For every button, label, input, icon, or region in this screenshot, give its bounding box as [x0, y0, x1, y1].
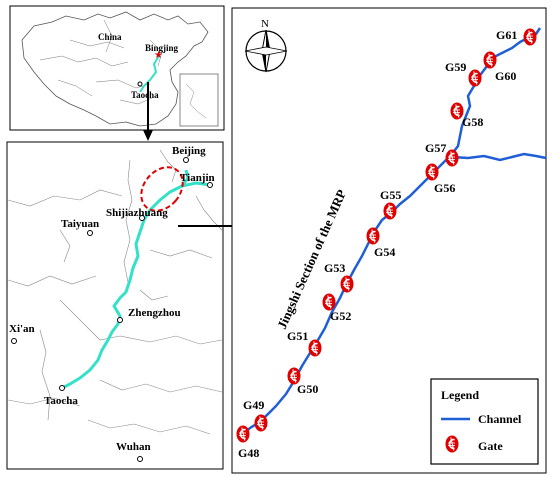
gate-icon-g51 — [307, 338, 323, 358]
city-dot-shijiazhuang — [139, 215, 145, 221]
gate-icon-g48 — [235, 424, 251, 444]
city-label-taiyuan: Taiyuan — [61, 218, 99, 230]
gate-icon-g59 — [467, 68, 483, 88]
city-label-wuhan: Wuhan — [116, 441, 151, 453]
city-dot-xian — [11, 338, 17, 344]
gate-label-g52: G52 — [330, 309, 351, 323]
regional-route-line — [61, 181, 211, 390]
city-dot-tianjin — [207, 182, 213, 188]
inset-city-dot-taocha — [137, 81, 143, 87]
gate-icon-g61 — [522, 27, 538, 47]
north-label: N — [261, 18, 269, 30]
legend-box: Legend Channel Gate — [430, 378, 539, 465]
gate-label-g56: G56 — [434, 181, 455, 195]
city-label-zhengzhou: Zhengzhou — [128, 307, 181, 319]
gate-icon-g57 — [444, 148, 460, 168]
gate-label-g55: G55 — [380, 188, 401, 202]
gate-icon-g55 — [382, 201, 398, 221]
detail-map-panel: N Jingshi Section of the MRP G48 G49 G50… — [231, 7, 547, 474]
city-dot-zhengzhou — [117, 317, 123, 323]
china-inset-panel: China ★ Bingjing Taocha — [9, 5, 225, 131]
city-label-tianjin: Tianjin — [180, 172, 215, 184]
china-outline — [21, 11, 209, 127]
gate-label-g60: G60 — [495, 69, 516, 83]
regional-map-panel: Beijing Tianjin Shijiazhuang Taiyuan Zhe… — [6, 141, 224, 470]
gate-label-g57: G57 — [425, 141, 446, 155]
gate-label-g53: G53 — [324, 261, 345, 275]
legend-gate-icon — [444, 434, 460, 454]
gate-label-g51: G51 — [287, 329, 308, 343]
city-label-beijing: Beijing — [172, 145, 206, 157]
legend-label-gate: Gate — [478, 439, 503, 453]
gate-icon-g49 — [253, 413, 269, 433]
inset-city-taocha: Taocha — [131, 90, 159, 100]
gate-icon-g52 — [321, 292, 337, 312]
inset-city-bingjing: Bingjing — [145, 43, 179, 53]
legend-label-channel: Channel — [478, 412, 522, 426]
city-label-taocha: Taocha — [44, 395, 78, 407]
gate-icon-g53 — [339, 274, 355, 294]
city-label-xian: Xi'an — [9, 323, 35, 335]
city-label-shijiazhuang: Shijiazhuang — [106, 207, 168, 219]
inset-route-line — [139, 55, 160, 93]
gate-icon-g56 — [424, 162, 440, 182]
gate-label-g49: G49 — [243, 398, 264, 412]
highlight-ellipse — [140, 166, 184, 212]
inset-star-icon: ★ — [154, 50, 163, 61]
gate-label-g61: G61 — [496, 28, 517, 42]
city-dot-taocha — [59, 385, 65, 391]
gate-label-g58: G58 — [462, 115, 483, 129]
gate-label-g50: G50 — [297, 382, 318, 396]
down-arrow — [143, 82, 153, 141]
legend-title: Legend — [441, 388, 479, 402]
city-dot-beijing — [183, 157, 189, 163]
city-dot-wuhan — [137, 456, 143, 462]
channel-branch-east — [451, 152, 547, 162]
gate-icon-g54 — [365, 226, 381, 246]
city-dot-taiyuan — [87, 230, 93, 236]
north-arrow-icon: N — [244, 16, 288, 73]
inset-country-label: China — [98, 32, 122, 42]
gate-label-g54: G54 — [374, 245, 395, 259]
gate-label-g59: G59 — [445, 60, 466, 74]
gate-icon-g60 — [482, 50, 498, 70]
gate-label-g48: G48 — [238, 446, 259, 460]
